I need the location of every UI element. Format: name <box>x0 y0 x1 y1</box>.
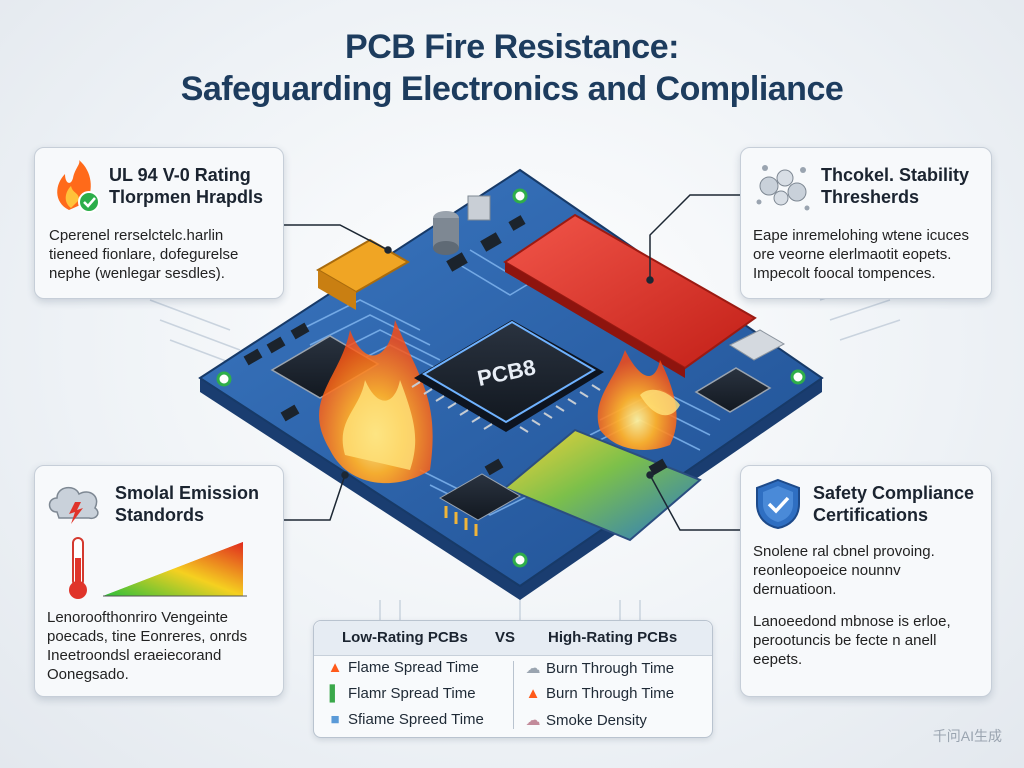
smd-part <box>484 458 504 476</box>
smd-part <box>446 252 468 272</box>
low-rating-header: Low-Rating PCBs <box>342 629 468 646</box>
card-text: Impecolt foocal tompences. <box>753 265 936 282</box>
mount-hole <box>512 552 528 568</box>
shield-check-icon <box>756 478 800 530</box>
hot-panel-edge <box>505 262 685 378</box>
card-text: Oonegsado. <box>47 666 129 683</box>
card-title: Thcokel. Stability <box>821 165 970 185</box>
card-title: Safety Compliance <box>813 483 975 503</box>
card-text: eepets. <box>753 651 803 668</box>
center-chip <box>422 320 596 424</box>
component-block <box>467 195 491 221</box>
temperature-scale-icon <box>69 537 247 599</box>
card-subtitle: Standords <box>115 505 205 525</box>
comparison-table: Low-Rating PCBs VS High-Rating PCBs ▲Fla… <box>313 620 713 738</box>
card-text: Snolene ral cbnel provoing. <box>753 543 935 560</box>
mount-hole <box>512 188 528 204</box>
smoke-icon: ☁ <box>525 712 541 729</box>
page-title-line2: Safeguarding Electronics and Compliance <box>180 70 844 108</box>
center-chip-pins <box>411 381 601 433</box>
card-ul94-rating: UL 94 V-0 Rating Tlorpmen Hrapdls Cperen… <box>34 147 284 299</box>
comparison-header <box>314 621 712 656</box>
connector-header <box>316 238 410 294</box>
card-text: reonleopoeice nounnv <box>753 562 901 579</box>
list-item: ☁Smoke Density <box>525 712 647 729</box>
column-divider <box>513 661 514 729</box>
smd-part <box>266 336 286 354</box>
card-text: tieneed fionlare, dofegurelse <box>49 246 239 263</box>
flames <box>319 320 680 484</box>
high-rating-header: High-Rating PCBs <box>548 629 678 646</box>
card-title: Smolal Emission <box>115 483 260 503</box>
card-smoke-emission: Smolal Emission Standords Lenoroofthonri… <box>34 465 284 697</box>
smd-part <box>243 348 263 366</box>
card-text: dernuatioon. <box>753 581 837 598</box>
flame-check-icon <box>57 160 100 213</box>
white-component <box>728 329 786 361</box>
list-item: ▲Flame Spread Time <box>327 659 479 676</box>
connector-side <box>318 270 356 310</box>
card-text: ore veorne elerlmaotit eopets. <box>753 246 952 263</box>
list-item: ▌Flamr Spread Time <box>326 685 476 702</box>
bar-icon: ▌ <box>329 685 341 702</box>
mount-hole <box>216 371 232 387</box>
vs-label: VS <box>495 629 516 646</box>
card-subtitle: Tlorpmen Hrapdls <box>109 187 264 207</box>
list-item: ☁Burn Through Time <box>525 660 675 677</box>
watermark: 千问AI生成 <box>932 728 1002 744</box>
callout-lines <box>283 194 740 531</box>
card-text: Lenoroofthonriro Vengeinte <box>47 609 228 626</box>
smd-part <box>648 458 668 476</box>
right-ic-chip <box>694 367 772 413</box>
list-item: ▲Burn Through Time <box>525 685 675 702</box>
flame-icon: ▲ <box>525 685 541 702</box>
card-title: UL 94 V-0 Rating <box>109 165 251 185</box>
card-text: Ineetroondsl eraeiecorand <box>47 647 222 664</box>
flame-icon: ▲ <box>327 659 343 676</box>
card-text: Cperenel rerselctelc.harlin <box>49 227 224 244</box>
card-text: poecads, tine Eonreres, onrds <box>47 628 248 645</box>
card-text: Eape inremelohing wtene icuces <box>753 227 969 244</box>
card-safety-compliance: Safety Compliance Certifications Snolene… <box>740 465 992 697</box>
smd-part <box>290 322 310 340</box>
heatmap-panel <box>503 428 702 542</box>
card-thermal-stability: Thcokel. Stability Thresherds Eape inrem… <box>740 147 992 299</box>
smd-part <box>480 232 502 252</box>
smd-part <box>280 404 300 422</box>
cloud-icon: ☁ <box>525 660 541 677</box>
bottom-connector <box>438 473 522 521</box>
list-item: ■Sfiame Spreed Time <box>326 711 483 728</box>
card-text: Lanoeedond mbnose is erloe, <box>753 613 951 630</box>
smoke-cloud-icon <box>48 486 99 524</box>
mount-hole <box>790 369 806 385</box>
cube-icon: ■ <box>330 711 340 728</box>
page-title-line1: PCB Fire Resistance: <box>345 28 679 66</box>
card-subtitle: Certifications <box>813 505 929 525</box>
card-text: nephe (wenlegar sesdles). <box>49 265 225 282</box>
hot-panel <box>503 213 757 370</box>
card-text: perootuncis be fecte n anell <box>753 632 937 649</box>
particles-icon <box>756 165 810 211</box>
card-subtitle: Thresherds <box>821 187 920 207</box>
smd-part <box>508 215 526 231</box>
